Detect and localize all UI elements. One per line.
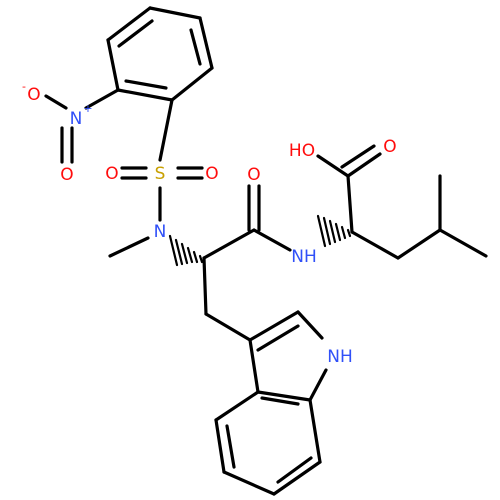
bond-n-methyl	[108, 236, 150, 258]
bond-ring-1	[106, 6, 152, 42]
bond-leu-ch2	[350, 230, 400, 260]
bond-benz-inner-3	[260, 396, 300, 406]
bond-ring-3	[198, 16, 214, 70]
bond-benz-1	[214, 390, 260, 422]
bond-leu-ch	[396, 228, 442, 260]
atom-amide-nh: NH	[291, 247, 317, 267]
bond-alpha-carbonyl	[202, 228, 256, 260]
atom-sulfonyl-o-left: O	[105, 164, 118, 184]
atom-labels: N + O - O S O O N O NH HO O NH	[22, 80, 397, 367]
bond-benz-5	[308, 398, 322, 464]
bond-indole-c7a-c3a	[256, 390, 312, 402]
bond-carbonyl-nh	[252, 228, 292, 252]
atom-nitro-n-charge: +	[83, 102, 92, 115]
bond-indole-c3a-c3	[248, 338, 260, 394]
bond-indole-n-c7a	[308, 368, 328, 402]
bond-indole-c2-n	[296, 310, 324, 340]
atom-nitro-o-minus: O	[27, 85, 40, 105]
bonds	[44, 6, 488, 496]
bond-alpha-ch2	[202, 256, 208, 316]
atom-sulfonyl-s: S	[155, 164, 166, 184]
bond-benz-2	[214, 418, 226, 474]
bond-ring-4	[170, 66, 214, 102]
atom-acid-o: O	[383, 137, 396, 157]
bond-acid-co-2	[340, 144, 376, 169]
stereo-wedges	[168, 214, 352, 267]
bond-leu-acid	[346, 174, 354, 234]
bond-benz-inner-1	[225, 424, 236, 469]
bond-ring-sulfur	[158, 98, 174, 162]
bond-ring-inner-2	[189, 28, 202, 66]
bond-ring-5	[116, 88, 174, 102]
hashed-wedge-leu	[316, 214, 352, 248]
bond-ring-nitro	[84, 88, 120, 110]
atom-sulfonyl-o-right: O	[205, 164, 218, 184]
atom-indole-nh: NH	[327, 347, 353, 367]
bond-ring-6	[106, 38, 120, 92]
atom-acid-oh: HO	[289, 141, 315, 161]
atom-nitro-o-minus-charge: -	[22, 80, 26, 93]
bond-ch2-indole	[204, 312, 252, 342]
bond-indole-c3-c2	[248, 310, 300, 342]
atom-amide-o: O	[247, 165, 260, 185]
atom-nitro-n: N	[70, 109, 83, 129]
bond-leu-me2	[438, 228, 488, 258]
bond-acid-oh	[316, 154, 350, 178]
bond-ring-inner-1	[117, 19, 154, 48]
bond-benz-3	[222, 470, 276, 496]
atom-sulfonamide-n: N	[154, 222, 167, 242]
bond-acid-co-1	[346, 152, 382, 178]
hashed-wedge-trp	[168, 234, 204, 267]
bond-benz-4	[272, 460, 322, 496]
bond-indole-c3-c2-double	[256, 324, 300, 352]
bond-nitro-ominus	[44, 94, 68, 110]
bond-ring-2	[148, 6, 202, 20]
bond-benz-inner-2	[276, 456, 313, 484]
atom-nitro-o-double: O	[60, 165, 73, 185]
bond-ring-inner-3	[124, 79, 168, 90]
